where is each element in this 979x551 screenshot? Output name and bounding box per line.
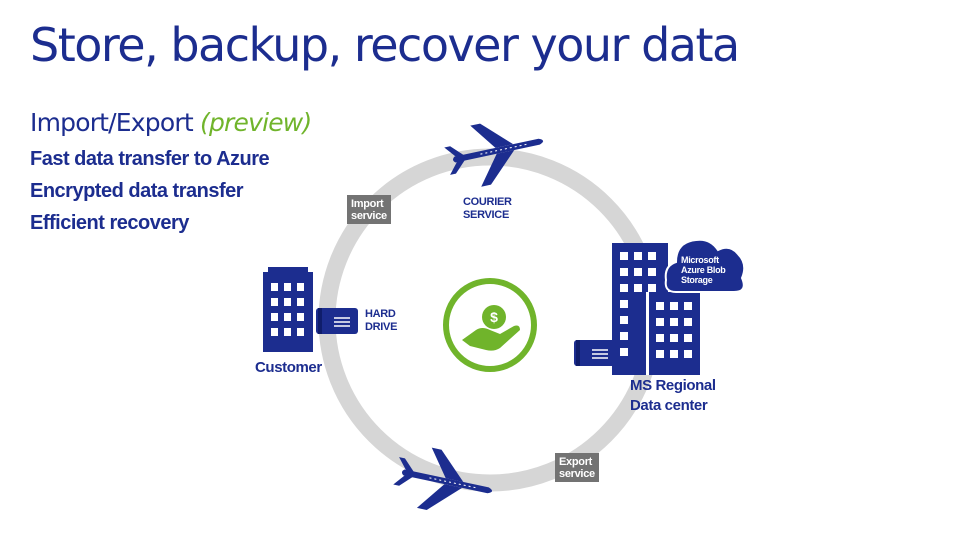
- building-icon: [263, 267, 313, 352]
- courier-line2: SERVICE: [463, 209, 509, 221]
- courier-service-label: COURIER SERVICE: [463, 196, 512, 222]
- hard-drive-icon: [316, 308, 358, 334]
- export-service-line2: service: [559, 468, 595, 480]
- ms-datacenter-label: MS Regional Data center: [630, 376, 716, 416]
- hard-drive-line2: DRIVE: [365, 321, 398, 333]
- hard-drive-icon: [574, 340, 616, 366]
- cloud-icon: [664, 238, 746, 293]
- subtitle-text: Import/Export: [30, 108, 194, 137]
- import-service-line2: service: [351, 210, 387, 222]
- hard-drive-label: HARD DRIVE: [365, 308, 397, 334]
- ms-datacenter-line1: MS Regional: [630, 377, 716, 394]
- hand-money-icon: $: [443, 278, 537, 372]
- import-service-line1: Import: [351, 198, 384, 210]
- azure-blob-line3: Storage: [681, 275, 713, 285]
- azure-blob-line2: Azure Blob: [681, 265, 726, 275]
- export-service-box: Export service: [555, 453, 599, 482]
- svg-text:$: $: [490, 309, 498, 325]
- airplane-icon: [393, 447, 493, 510]
- building-icon: [646, 292, 700, 375]
- courier-line1: COURIER: [463, 196, 512, 208]
- subtitle: Import/Export (preview): [30, 108, 312, 137]
- customer-label: Customer: [255, 359, 322, 376]
- airplane-icon: [444, 123, 544, 187]
- feature-fast-transfer: Fast data transfer to Azure: [30, 148, 270, 170]
- hard-drive-line1: HARD: [365, 308, 396, 320]
- page-title: Store, backup, recover your data: [30, 18, 740, 72]
- azure-blob-label: Microsoft Azure Blob Storage: [681, 255, 726, 285]
- azure-blob-line1: Microsoft: [681, 255, 719, 265]
- ms-datacenter-line2: Data center: [630, 397, 708, 414]
- export-service-line1: Export: [559, 456, 593, 468]
- subtitle-preview-tag: (preview): [200, 108, 312, 137]
- feature-encrypted-transfer: Encrypted data transfer: [30, 180, 244, 202]
- import-service-box: Import service: [347, 195, 391, 224]
- feature-efficient-recovery: Efficient recovery: [30, 212, 189, 234]
